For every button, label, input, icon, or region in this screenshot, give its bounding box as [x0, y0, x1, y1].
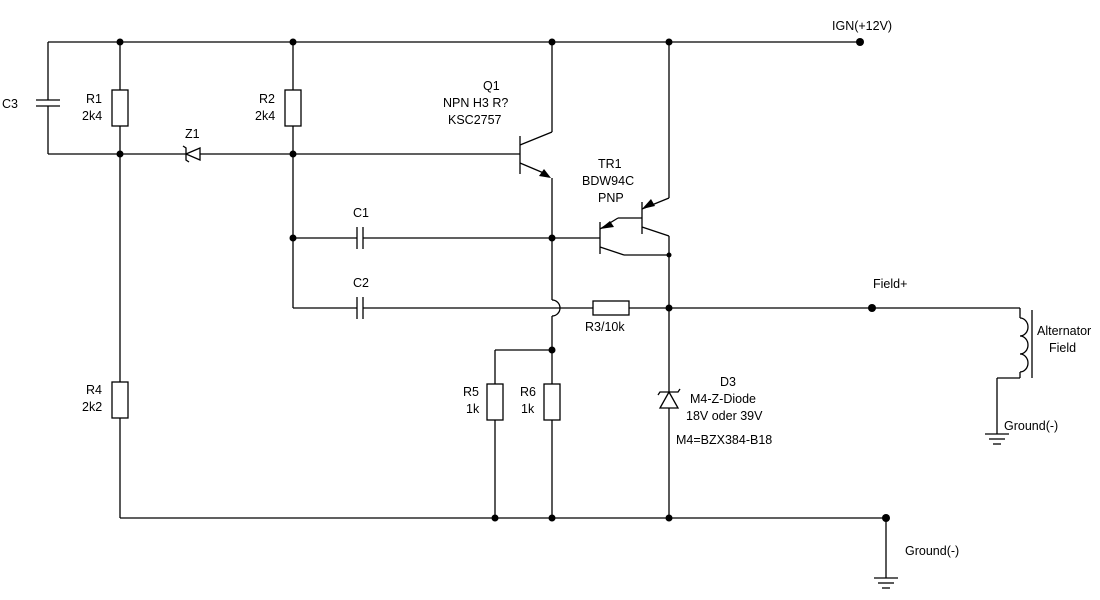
- resistor-r6: [543, 383, 561, 421]
- capacitor-c3: [36, 42, 120, 155]
- d3-name: D3: [720, 375, 736, 389]
- q1-part: KSC2757: [448, 113, 502, 127]
- resistor-r5: [486, 346, 556, 518]
- r5-value: 1k: [466, 402, 480, 416]
- r5-name: R5: [463, 385, 479, 399]
- r2-name: R2: [259, 92, 275, 106]
- c2-label: C2: [353, 276, 369, 290]
- transistor-tr1: [599, 42, 672, 518]
- resistor-r1: [111, 42, 129, 158]
- d3-part: M4=BZX384-B18: [676, 433, 772, 447]
- zener-diode-z1: [120, 145, 293, 163]
- r2-value: 2k4: [255, 109, 275, 123]
- tr1-name: TR1: [598, 157, 622, 171]
- ign-supply-rail: [48, 38, 864, 46]
- ground-alternator-label: Ground(-): [1004, 419, 1058, 433]
- resistor-r3: [592, 300, 1020, 316]
- capacitor-c2: [293, 297, 593, 319]
- resistor-r2: [284, 42, 302, 158]
- resistor-r4: [111, 154, 129, 518]
- ground-symbol-alternator: [985, 433, 1009, 445]
- z1-label: Z1: [185, 127, 200, 141]
- r4-value: 2k2: [82, 400, 102, 414]
- field-plus-label: Field+: [873, 277, 907, 291]
- alternator-label-1: Alternator: [1037, 324, 1091, 338]
- ground-symbol-main: [874, 577, 898, 589]
- zener-diode-d3: [657, 388, 681, 409]
- r4-name: R4: [86, 383, 102, 397]
- ign-label: IGN(+12V): [832, 19, 892, 33]
- base-net: [289, 153, 520, 308]
- c1-label: C1: [353, 206, 369, 220]
- q1-type: NPN H3 R?: [443, 96, 508, 110]
- r6-value: 1k: [521, 402, 535, 416]
- r1-value: 2k4: [82, 109, 102, 123]
- alternator-label-2: Field: [1049, 341, 1076, 355]
- ground-rail: [120, 514, 890, 578]
- tr1-type: PNP: [598, 191, 624, 205]
- capacitor-c1: [293, 227, 600, 249]
- tr1-part: BDW94C: [582, 174, 634, 188]
- q1-name: Q1: [483, 79, 500, 93]
- d3-type: M4-Z-Diode: [690, 392, 756, 406]
- c3-label: C3: [2, 97, 18, 111]
- d3-voltage: 18V oder 39V: [686, 409, 763, 423]
- r1-name: R1: [86, 92, 102, 106]
- r3-label: R3/10k: [585, 320, 625, 334]
- ground-main-label: Ground(-): [905, 544, 959, 558]
- r6-name: R6: [520, 385, 536, 399]
- transistor-q1: [519, 42, 561, 518]
- alternator-field-coil: [996, 308, 1033, 434]
